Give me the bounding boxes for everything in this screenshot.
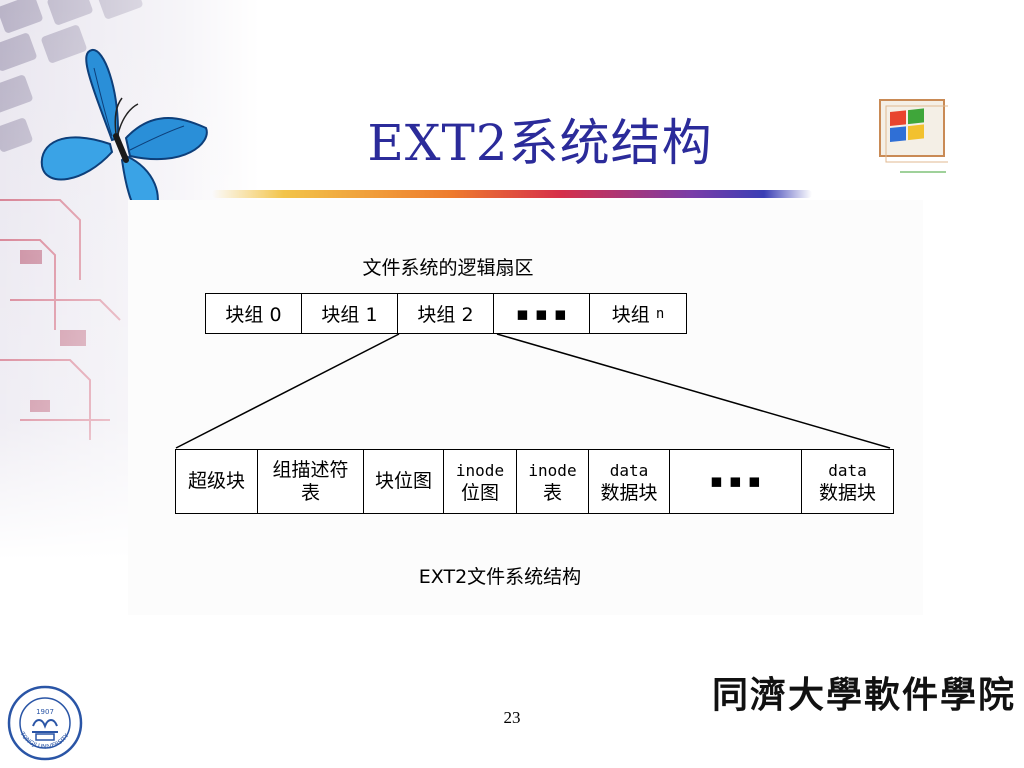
block-group-label: 块组 0 [225, 304, 282, 326]
cell-label: data [828, 460, 867, 480]
page-number: 23 [503, 708, 521, 727]
block-group-row: 块组 0 块组 1 块组 2 ▪ ▪ ▪ 块组 n [205, 293, 687, 334]
cell-label: 数据块 [600, 481, 658, 504]
university-seal-icon: 1907 TONGJI UNIVERSITY [7, 685, 83, 761]
butterfly-icon [40, 49, 208, 220]
superblock-cell: 超级块 [176, 450, 258, 513]
block-group-cell: 块组 n [590, 294, 686, 333]
group-descriptor-table-cell: 组描述符表 [258, 450, 364, 513]
cell-label: data [609, 460, 649, 480]
block-group-label: 块组 2 [417, 304, 474, 326]
block-group-index: n [655, 305, 665, 322]
cell-label: 表 [300, 481, 320, 504]
block-group-cell: 块组 1 [302, 294, 398, 333]
cell-label: 超级块 [187, 470, 245, 492]
detail-ellipsis-cell: ▪ ▪ ▪ [670, 450, 802, 513]
block-group-cell: 块组 0 [206, 294, 302, 333]
block-group-label: 块组 [611, 304, 650, 326]
block-group-ellipsis-cell: ▪ ▪ ▪ [494, 294, 590, 333]
cell-label: inode [528, 460, 577, 480]
cell-label: 组描述符 [272, 458, 349, 481]
ellipsis-label: ▪ ▪ ▪ [516, 302, 567, 325]
block-group-cell: 块组 2 [398, 294, 494, 333]
block-bitmap-cell: 块位图 [364, 450, 444, 513]
block-group-label: 块组 1 [321, 304, 378, 326]
cell-label: inode [455, 460, 505, 480]
windows-logo-icon [879, 99, 948, 173]
cell-label: 数据块 [818, 481, 876, 504]
logical-sectors-caption: 文件系统的逻辑扇区 [362, 257, 534, 279]
cell-label: 块位图 [374, 470, 432, 492]
cell-label: 表 [542, 481, 562, 504]
cell-label: 位图 [460, 481, 499, 504]
school-name-logo: 同濟大學軟件學院 [712, 674, 1017, 716]
figure-caption: EXT2文件系统结构 [418, 566, 582, 588]
title-underline [212, 190, 812, 198]
ellipsis-label: ▪ ▪ ▪ [710, 470, 761, 492]
seal-year: 1907 [36, 708, 54, 716]
slide-title: EXT2系统结构 [367, 114, 713, 172]
